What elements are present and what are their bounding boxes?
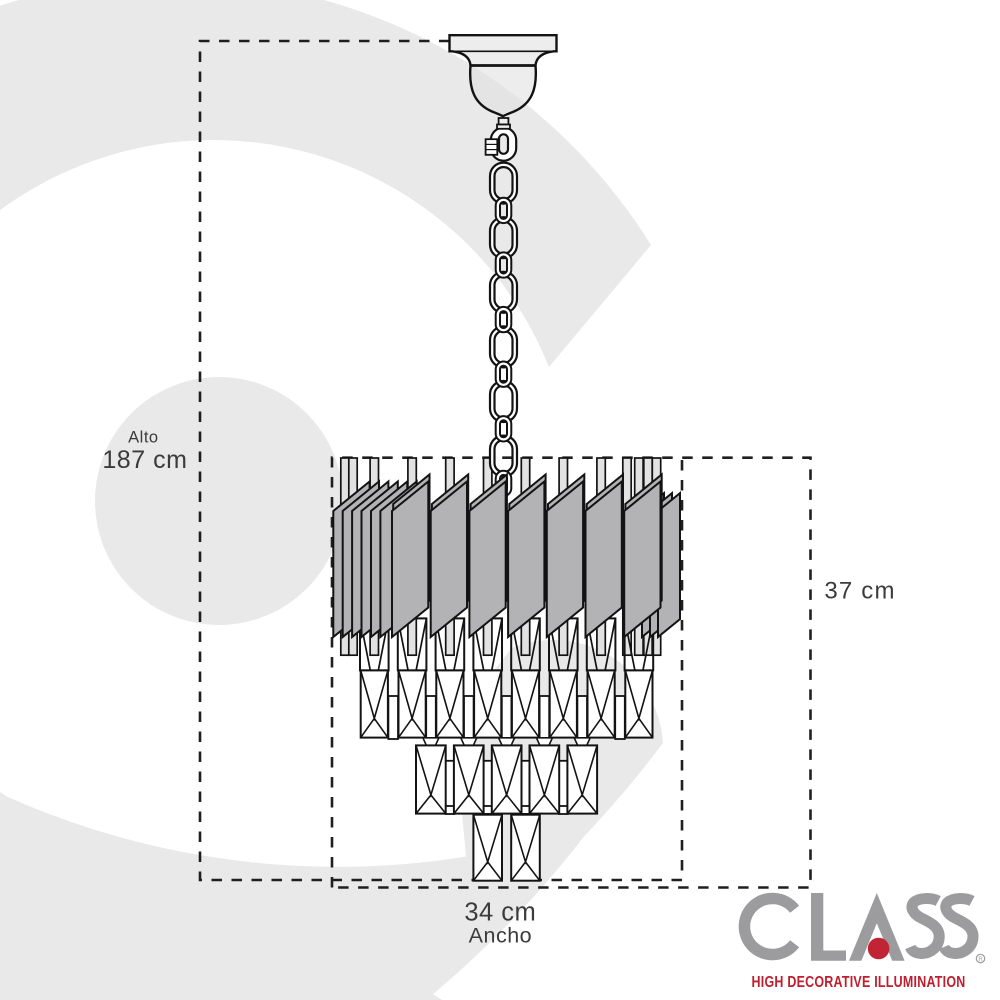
svg-text:Alto: Alto [128, 429, 158, 447]
svg-text:34 cm: 34 cm [464, 899, 536, 927]
svg-text:37 cm: 37 cm [824, 578, 895, 605]
svg-text:HIGH DECORATIVE ILLUMINATION: HIGH DECORATIVE ILLUMINATION [751, 972, 965, 990]
svg-text:Ancho: Ancho [469, 924, 532, 948]
svg-text:187 cm: 187 cm [102, 446, 187, 474]
svg-text:R: R [978, 957, 983, 963]
